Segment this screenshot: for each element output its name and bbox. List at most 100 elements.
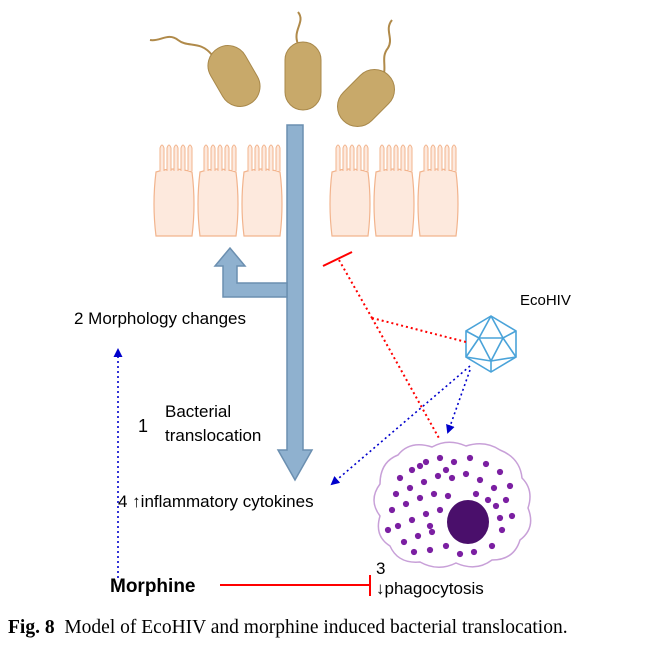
bacterium-left xyxy=(149,35,261,107)
microvillus xyxy=(159,144,165,171)
granule xyxy=(426,546,434,554)
granule xyxy=(416,462,424,470)
microvillus xyxy=(335,144,341,171)
granule xyxy=(498,526,506,534)
bacteria-group xyxy=(149,11,395,127)
microvillus xyxy=(166,144,172,171)
granule xyxy=(402,500,410,508)
granule xyxy=(506,482,514,490)
granule xyxy=(430,490,438,498)
microvillus xyxy=(261,144,267,171)
microvillus xyxy=(217,144,223,171)
granule xyxy=(496,468,504,476)
microvillus xyxy=(423,144,429,171)
granule xyxy=(448,474,456,482)
granule xyxy=(406,484,414,492)
granule xyxy=(496,514,504,522)
morphine-label: Morphine xyxy=(110,576,196,597)
microvillus xyxy=(386,144,392,171)
microvillus xyxy=(400,144,406,171)
epithelial-cell xyxy=(329,168,371,237)
microvillus xyxy=(342,144,348,171)
granule xyxy=(436,506,444,514)
caption-text: Model of EcoHIV and morphine induced bac… xyxy=(64,617,568,638)
epithelial-cell xyxy=(417,168,459,237)
epithelial-cell xyxy=(373,168,415,237)
microvillus xyxy=(210,144,216,171)
microvillus xyxy=(254,144,260,171)
microvillus xyxy=(363,144,369,171)
microvillus xyxy=(393,144,399,171)
step1-label-line2: translocation xyxy=(165,426,261,445)
microvillus xyxy=(180,144,186,171)
granule xyxy=(456,550,464,558)
step1-number: 1 xyxy=(138,416,148,436)
granule xyxy=(490,484,498,492)
granule xyxy=(482,460,490,468)
granule xyxy=(484,496,492,504)
granule xyxy=(428,528,436,536)
step3-number: 3 xyxy=(376,559,385,578)
granule xyxy=(408,466,416,474)
microvillus xyxy=(231,144,237,171)
microvillus xyxy=(407,144,413,171)
microvillus xyxy=(275,144,281,171)
microvillus xyxy=(247,144,253,171)
bacterium-middle xyxy=(284,11,322,111)
microvillus xyxy=(173,144,179,171)
step1-label-line1: Bacterial xyxy=(165,402,231,421)
microvillus xyxy=(187,144,193,171)
epithelium-right xyxy=(329,144,459,237)
granule xyxy=(422,510,430,518)
granule xyxy=(422,458,430,466)
granule xyxy=(434,472,442,480)
granule xyxy=(442,466,450,474)
figure-number: Fig. 8 xyxy=(8,617,55,638)
granule xyxy=(426,522,434,530)
microvillus xyxy=(451,144,457,171)
epithelium-left xyxy=(153,144,283,237)
microvillus xyxy=(349,144,355,171)
microvillus xyxy=(224,144,230,171)
epithelial-cell xyxy=(241,168,283,237)
granule xyxy=(502,496,510,504)
granule xyxy=(408,516,416,524)
granule xyxy=(476,476,484,484)
granule xyxy=(396,474,404,482)
step4-label: 4 ↑inflammatory cytokines xyxy=(118,492,314,511)
granule xyxy=(436,454,444,462)
granule xyxy=(466,454,474,462)
granule xyxy=(472,490,480,498)
granule xyxy=(392,490,400,498)
granule xyxy=(462,470,470,478)
macrophage-nucleus xyxy=(447,500,489,544)
macrophage-cell xyxy=(373,441,532,568)
ecohiv-label: EcoHIV xyxy=(520,292,571,309)
granule xyxy=(384,526,392,534)
granule xyxy=(410,548,418,556)
epithelial-cell xyxy=(197,168,239,237)
microvillus xyxy=(437,144,443,171)
granule xyxy=(420,478,428,486)
ecohiv-virus-icon xyxy=(465,315,517,373)
microvillus xyxy=(268,144,274,171)
microvillus xyxy=(379,144,385,171)
epithelial-cell xyxy=(153,168,195,237)
granule xyxy=(394,522,402,530)
step2-label: 2 Morphology changes xyxy=(74,309,246,328)
bacterium-right xyxy=(337,19,395,127)
granule xyxy=(492,502,500,510)
granule xyxy=(400,538,408,546)
microvillus xyxy=(203,144,209,171)
microvillus xyxy=(356,144,362,171)
figure-caption: Fig. 8 Model of EcoHIV and morphine indu… xyxy=(8,617,656,639)
activation-paths xyxy=(113,348,471,578)
granule xyxy=(488,542,496,550)
granule xyxy=(444,492,452,500)
morphology-branch-arrow xyxy=(213,246,288,298)
granule xyxy=(416,494,424,502)
translocation-arrow xyxy=(276,124,314,482)
granule xyxy=(450,458,458,466)
microvillus xyxy=(430,144,436,171)
